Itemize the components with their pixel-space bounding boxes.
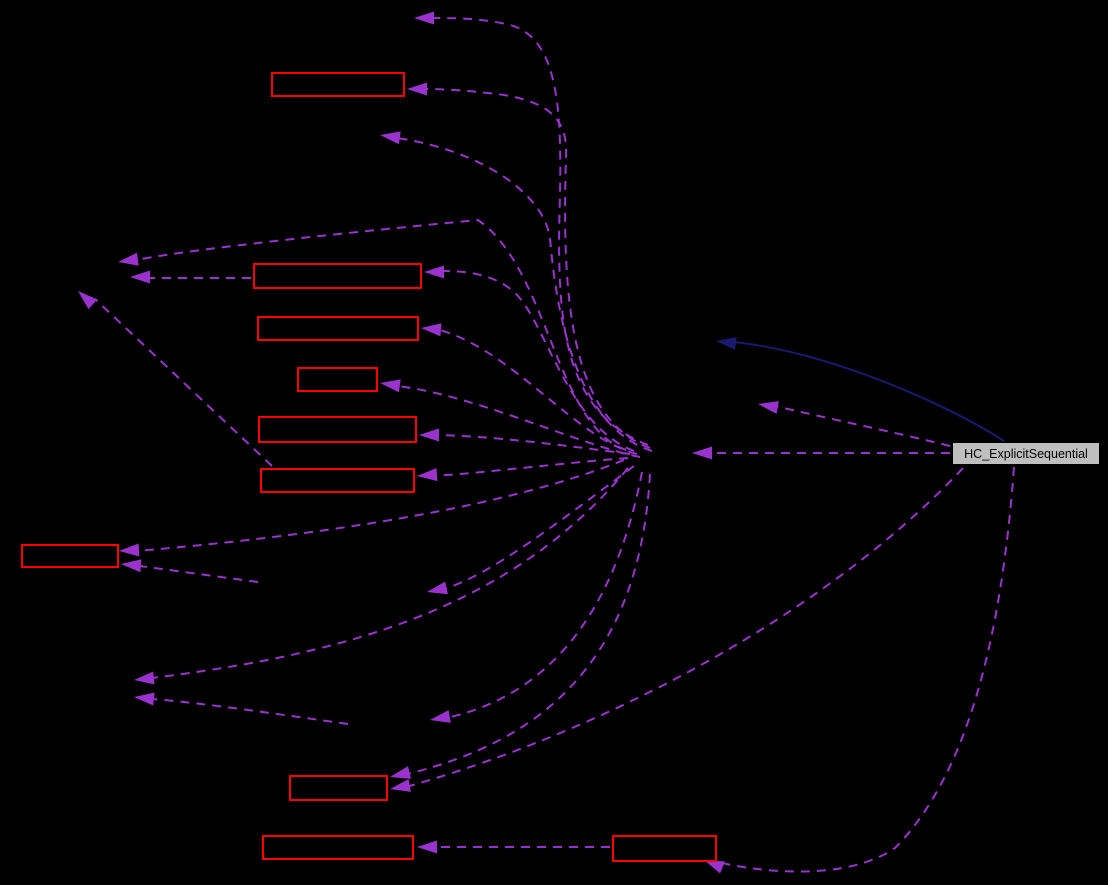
edge-node-405: [774, 405, 951, 447]
edge-far-left-upper-arrowhead: [118, 252, 139, 266]
class-node-1[interactable]: [271, 72, 405, 97]
edge-center-arrowhead: [692, 446, 712, 460]
edge-box7-upper: [136, 459, 625, 552]
class-node-7[interactable]: [21, 544, 119, 568]
class-node-3[interactable]: [257, 316, 419, 341]
edge-box6-arrowhead: [417, 468, 438, 482]
edge-box7-lower-arrowhead: [121, 559, 142, 573]
edge-box5: [435, 434, 631, 455]
edge-box6-to-left-arrowhead: [78, 291, 98, 310]
edge-box4-arrowhead: [380, 379, 401, 393]
class-node-5[interactable]: [258, 416, 417, 443]
edge-top-arrowhead: [414, 11, 434, 25]
edge-box1-arrowhead: [407, 82, 427, 96]
edge-far-left-mid1-arrowhead: [134, 671, 155, 685]
current-class-node: HC_ExplicitSequential: [952, 442, 1100, 465]
edge-box6-to-left: [94, 298, 273, 467]
class-node-10[interactable]: [612, 835, 717, 862]
class-node-4[interactable]: [297, 367, 378, 392]
edge-box8-upper-arrowhead: [390, 766, 411, 779]
edge-box10-to-box9-arrowhead: [417, 840, 437, 854]
edge-node-720-arrowhead: [430, 710, 451, 723]
edge-node-592-arrowhead: [427, 581, 448, 595]
edge-node-135-arrowhead: [380, 131, 401, 145]
class-node-8[interactable]: [289, 775, 388, 801]
edge-far-left-mid1: [151, 467, 629, 679]
class-node-6[interactable]: [260, 468, 415, 493]
current-class-label: HC_ExplicitSequential: [964, 446, 1088, 461]
edge-box3: [439, 329, 638, 455]
edge-inheritance-arrowhead: [716, 336, 737, 350]
edge-box10-arrowhead: [704, 860, 725, 874]
edge-box8-lower: [405, 467, 964, 788]
edge-box5-arrowhead: [419, 428, 439, 442]
edge-node-592: [443, 465, 635, 590]
edge-box8-upper: [403, 473, 651, 776]
edge-box3-arrowhead: [421, 323, 442, 337]
edge-box4: [397, 385, 641, 458]
edge-box6: [433, 457, 629, 477]
edge-inheritance: [733, 341, 1005, 442]
edge-box8-lower-arrowhead: [390, 779, 411, 792]
edge-node-135: [396, 137, 653, 452]
edge-box2: [441, 270, 635, 452]
class-node-9[interactable]: [262, 835, 414, 860]
edge-far-left-mid2: [151, 698, 349, 725]
edge-box7-lower: [139, 565, 259, 583]
edge-box7-upper-arrowhead: [119, 543, 140, 557]
edge-far-left-upper: [135, 218, 627, 451]
edge-box2-to-left-arrowhead: [130, 270, 150, 284]
edge-box1: [423, 88, 651, 449]
edge-box10: [717, 466, 1015, 873]
edge-box2-arrowhead: [424, 265, 444, 279]
class-node-2[interactable]: [253, 263, 422, 289]
edge-node-720: [445, 471, 643, 719]
edge-far-left-mid2-arrowhead: [134, 692, 155, 706]
edge-top: [430, 17, 649, 446]
edge-node-405-arrowhead: [758, 401, 779, 414]
